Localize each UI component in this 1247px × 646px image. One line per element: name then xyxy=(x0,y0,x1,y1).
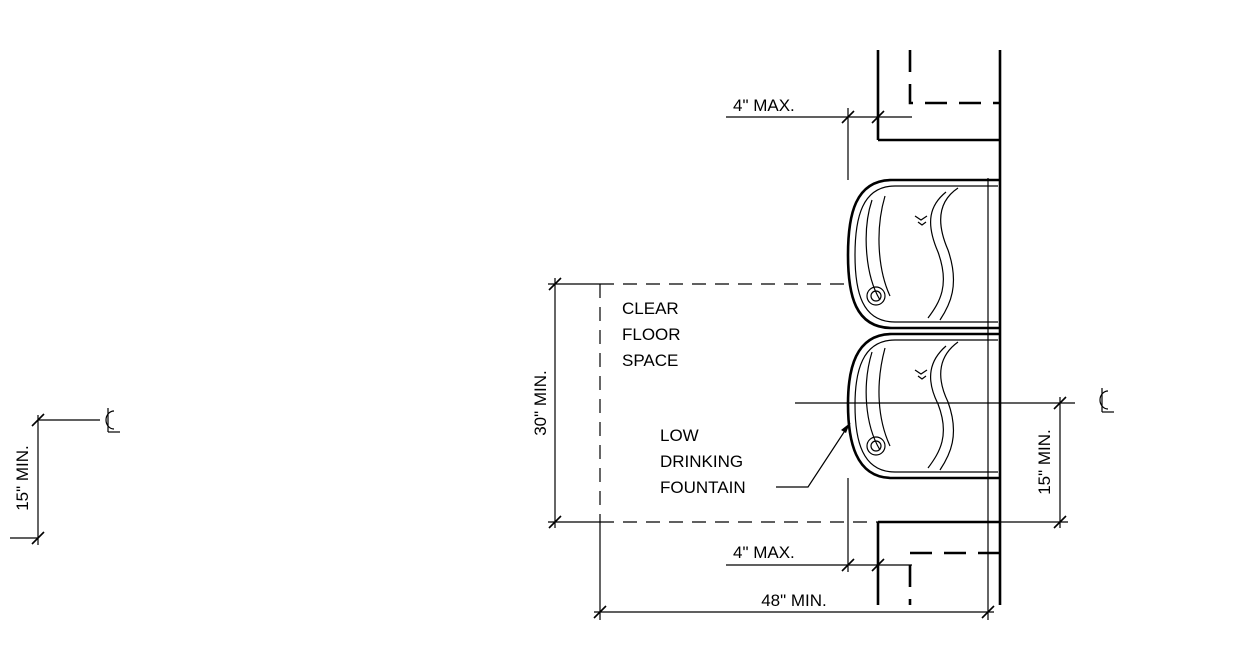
fountain-lower-spout-icon xyxy=(914,369,928,380)
fountain-upper-left-curve xyxy=(865,199,881,301)
left-dimension-label: 15" MIN. xyxy=(13,445,32,511)
left-tick-bottom xyxy=(31,531,45,545)
clear-floor-label-1: CLEAR xyxy=(622,299,679,318)
centerline-icon xyxy=(105,408,120,433)
right-centerline xyxy=(795,388,1114,413)
fountain-leader-arrow-icon xyxy=(841,423,850,433)
dim-bottom-tick-right xyxy=(871,558,885,572)
fountain-lower-button-icon xyxy=(866,436,886,456)
dim-top-label: 4" MAX. xyxy=(733,96,795,115)
fountain-label-2: DRINKING xyxy=(660,452,743,471)
fountain-leader: LOW DRINKING FOUNTAIN xyxy=(660,422,851,497)
fountain-upper-basin-curve-2 xyxy=(927,191,947,319)
fountain-label-3: FOUNTAIN xyxy=(660,478,746,497)
dim-right-tick-top xyxy=(1053,396,1067,410)
centerline-icon xyxy=(1099,388,1114,413)
dim-right-label: 15" MIN. xyxy=(1035,429,1054,495)
dim-48-tick-right xyxy=(981,605,995,619)
clear-floor-space: CLEAR FLOOR SPACE xyxy=(599,283,878,523)
clear-floor-label-2: FLOOR xyxy=(622,325,681,344)
fountain-lower-basin-curve xyxy=(939,341,959,471)
fountain-leader-line xyxy=(776,422,851,488)
fountain-upper-outline xyxy=(846,178,1000,330)
fountain-lower-rim xyxy=(854,339,998,473)
dimension-top-4-max: 4" MAX. xyxy=(726,96,912,180)
fountain-lower-left-curve xyxy=(865,351,881,451)
fountain-lower-left-curve-2 xyxy=(878,347,891,447)
left-tick-top xyxy=(31,413,45,427)
dim-30-tick-bottom xyxy=(548,515,562,529)
dim-48-tick-left xyxy=(593,605,607,619)
left-detail: 15" MIN. xyxy=(10,408,120,545)
dim-bottom-label: 4" MAX. xyxy=(733,543,795,562)
fountain-upper-button-inner xyxy=(870,290,882,302)
fountain-upper-spout-icon xyxy=(914,215,928,226)
fountain-upper-left-curve-2 xyxy=(878,195,891,297)
dimension-30-min: 30" MIN. xyxy=(531,277,600,529)
fountain-lower xyxy=(846,332,1000,480)
alcove-top xyxy=(876,50,1000,142)
dimension-48-min: 48" MIN. xyxy=(593,522,995,620)
fountain-lower-outline xyxy=(846,332,1000,480)
dim-30-label: 30" MIN. xyxy=(531,370,550,436)
alcove-bottom-hidden xyxy=(908,551,1000,605)
fountain-upper-button-icon xyxy=(866,286,886,306)
fountain-lower-button-inner xyxy=(870,440,882,452)
dim-right-tick-bottom xyxy=(1053,515,1067,529)
dim-bottom-tick-left xyxy=(841,558,855,572)
alcove-top-hidden xyxy=(908,50,1000,105)
dim-30-tick-top xyxy=(548,277,562,291)
fountain-label-1: LOW xyxy=(660,426,699,445)
dim-top-tick-left xyxy=(841,110,855,124)
fountain-upper-basin-curve xyxy=(939,187,959,321)
dimension-bottom-4-max: 4" MAX. xyxy=(726,478,912,572)
clear-floor-label-3: SPACE xyxy=(622,351,678,370)
alcove-bottom xyxy=(876,520,1000,605)
dimension-right-15-min: 15" MIN. xyxy=(1000,396,1068,529)
dim-top-tick-right xyxy=(871,110,885,124)
fountain-upper-rim xyxy=(854,185,998,323)
fountain-upper xyxy=(846,178,1000,330)
fountain-lower-basin-curve-2 xyxy=(927,345,947,469)
dim-48-label: 48" MIN. xyxy=(761,591,827,610)
